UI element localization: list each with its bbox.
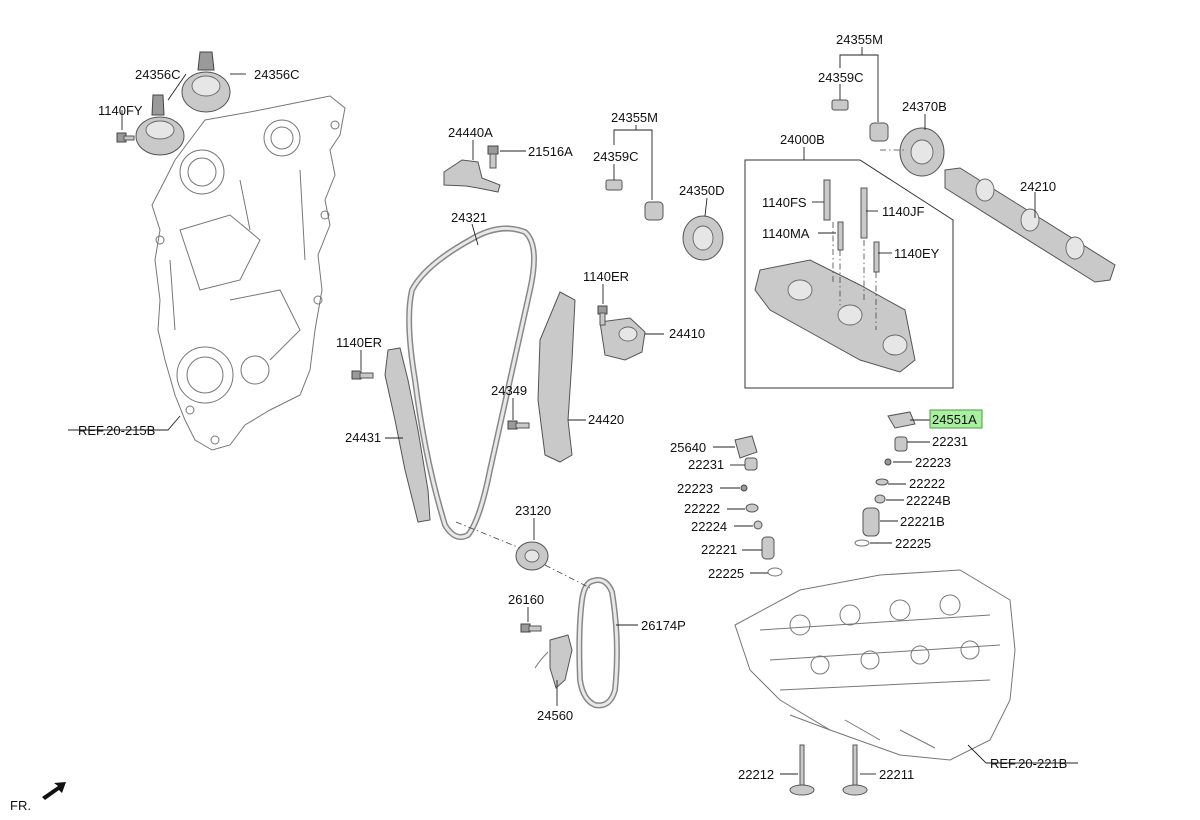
label-24350d: 24350D	[679, 183, 725, 198]
label-1140fs: 1140FS	[762, 195, 807, 210]
label-22221b: 22221B	[900, 514, 945, 529]
label-24551a: 24551A	[932, 412, 977, 427]
label-22223-left: 22223	[677, 481, 713, 496]
label-22211: 22211	[879, 767, 914, 782]
label-24000b: 24000B	[780, 132, 825, 147]
label-24359c-mid: 24359C	[593, 149, 639, 164]
chain-26174p	[576, 577, 620, 709]
label-26174p: 26174P	[641, 618, 686, 633]
part-24356c-upper	[181, 51, 231, 113]
camshaft-24210	[944, 167, 1116, 283]
label-21516a: 21516A	[528, 144, 573, 159]
part-1140fy-bolt	[116, 132, 135, 143]
lifter-22231-right	[894, 436, 908, 452]
label-24356c-a: 24356C	[135, 67, 181, 82]
tensioner-24410	[599, 317, 646, 361]
spring-22221-left	[761, 536, 775, 560]
bolt-24349	[507, 420, 530, 430]
seat-22224b-right	[874, 494, 886, 504]
label-24355m-top: 24355M	[836, 32, 883, 47]
highlight-24551a	[929, 409, 983, 429]
bolt-26160	[520, 623, 542, 633]
label-1140ey: 1140EY	[894, 246, 940, 261]
seal-22225-left	[767, 567, 783, 577]
valve-22212	[789, 744, 815, 796]
label-24210: 24210	[1020, 179, 1056, 194]
cotter-22223-right	[884, 458, 892, 466]
label-26160: 26160	[508, 592, 544, 607]
label-24321: 24321	[451, 210, 487, 225]
seal-22225-right	[854, 539, 870, 547]
rocker-25640	[734, 435, 758, 459]
label-22212: 22212	[738, 767, 774, 782]
ref-20-221b[interactable]: REF.20-221B	[990, 756, 1067, 771]
tensioner-24560	[534, 634, 573, 689]
label-22222-right: 22222	[909, 476, 945, 491]
label-22224-left: 22224	[691, 519, 727, 534]
timing-chain-24321	[406, 225, 537, 540]
retainer-22222-right	[875, 478, 889, 486]
cam-gear-24370b	[899, 127, 945, 177]
label-1140ma: 1140MA	[762, 226, 810, 241]
bolt-1140er-left	[351, 370, 374, 380]
label-1140fy: 1140FY	[98, 103, 143, 118]
label-24560: 24560	[537, 708, 573, 723]
label-1140er-left: 1140ER	[336, 335, 382, 350]
solenoid-24359c-mid	[605, 179, 623, 191]
label-24420: 24420	[588, 412, 624, 427]
label-24356c-b: 24356C	[254, 67, 300, 82]
label-22221-left: 22221	[701, 542, 737, 557]
part-24356c-lower	[135, 94, 185, 156]
retainer-22222-left	[745, 503, 759, 513]
timing-cover	[151, 95, 346, 451]
label-22225-right: 22225	[895, 536, 931, 551]
label-24410: 24410	[669, 326, 705, 341]
label-22231-left: 22231	[688, 457, 724, 472]
label-22224b: 22224B	[906, 493, 951, 508]
ref-20-215b[interactable]: REF.20-215B	[78, 423, 155, 438]
front-arrow-icon	[42, 782, 66, 800]
label-25640: 25640	[670, 440, 706, 455]
valve-24355m-mid	[644, 201, 664, 221]
label-24359c-top: 24359C	[818, 70, 864, 85]
label-24349: 24349	[491, 383, 527, 398]
valve-22211	[842, 744, 868, 796]
label-22231-right: 22231	[932, 434, 968, 449]
rocker-24551a	[887, 411, 916, 429]
cylinder-head	[734, 569, 1016, 761]
sprocket-23120	[515, 541, 549, 571]
part-labels: 24356C 24356C 1140FY 24440A 21516A 24355…	[10, 32, 1067, 813]
spring-22221b-right	[862, 507, 880, 537]
label-23120: 23120	[515, 503, 551, 518]
label-24440a: 24440A	[448, 125, 493, 140]
label-22225-left: 22225	[708, 566, 744, 581]
label-1140er-right: 1140ER	[583, 269, 629, 284]
assembly-box-24000b	[744, 159, 954, 389]
label-1140jf: 1140JF	[882, 204, 924, 219]
label-24370b: 24370B	[902, 99, 947, 114]
solenoid-24359c-top	[831, 99, 849, 111]
guide-24431	[384, 347, 431, 523]
tensioner-arm-24420	[537, 291, 576, 463]
lifter-22231-left	[744, 457, 758, 471]
bolt-1140er-right	[597, 305, 608, 326]
seat-22224-left	[753, 520, 763, 530]
bracket-24440a	[443, 159, 501, 193]
front-label: FR.	[10, 798, 31, 813]
cotter-22223-left	[740, 484, 748, 492]
label-22222-left: 22222	[684, 501, 720, 516]
valve-24355m-top	[869, 122, 889, 142]
label-22223-right: 22223	[915, 455, 951, 470]
label-24355m-mid: 24355M	[611, 110, 658, 125]
cam-gear-24350d	[682, 215, 724, 261]
leader-lines	[68, 47, 1078, 775]
label-24431: 24431	[345, 430, 381, 445]
bolt-21516a	[487, 145, 499, 169]
